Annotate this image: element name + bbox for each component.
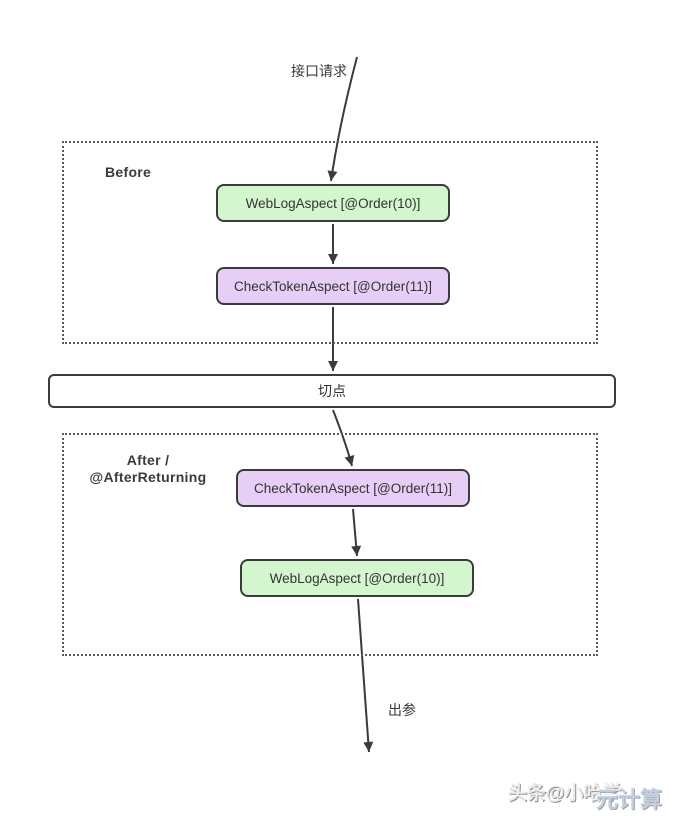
node-checktoken-aspect-after: CheckTokenAspect [@Order(11)]	[236, 469, 470, 507]
request-label: 接口请求	[291, 63, 347, 79]
watermark-site: 元计算	[596, 787, 663, 812]
pointcut-bar: 切点	[48, 374, 616, 408]
watermark-author: 头条@小哈学	[508, 783, 622, 804]
node-checktoken-aspect-before: CheckTokenAspect [@Order(11)]	[216, 267, 450, 305]
before-section	[62, 141, 598, 344]
pointcut-label: 切点	[318, 383, 346, 399]
node-weblog-aspect-after-label: WebLogAspect [@Order(10)]	[269, 570, 445, 586]
node-checktoken-aspect-before-label: CheckTokenAspect [@Order(11)]	[233, 278, 433, 294]
node-weblog-aspect-after: WebLogAspect [@Order(10)]	[240, 559, 474, 597]
after-section-title: After / @AfterReturning	[66, 452, 230, 486]
after-section	[62, 433, 598, 656]
response-label: 出参	[388, 702, 416, 718]
node-weblog-aspect-before: WebLogAspect [@Order(10)]	[216, 184, 450, 222]
before-section-title: Before	[105, 164, 152, 180]
node-checktoken-aspect-after-label: CheckTokenAspect [@Order(11)]	[253, 480, 453, 496]
node-weblog-aspect-before-label: WebLogAspect [@Order(10)]	[245, 195, 421, 211]
after-section-title-line1: After /	[126, 452, 170, 468]
after-section-title-line2: @AfterReturning	[89, 469, 207, 485]
